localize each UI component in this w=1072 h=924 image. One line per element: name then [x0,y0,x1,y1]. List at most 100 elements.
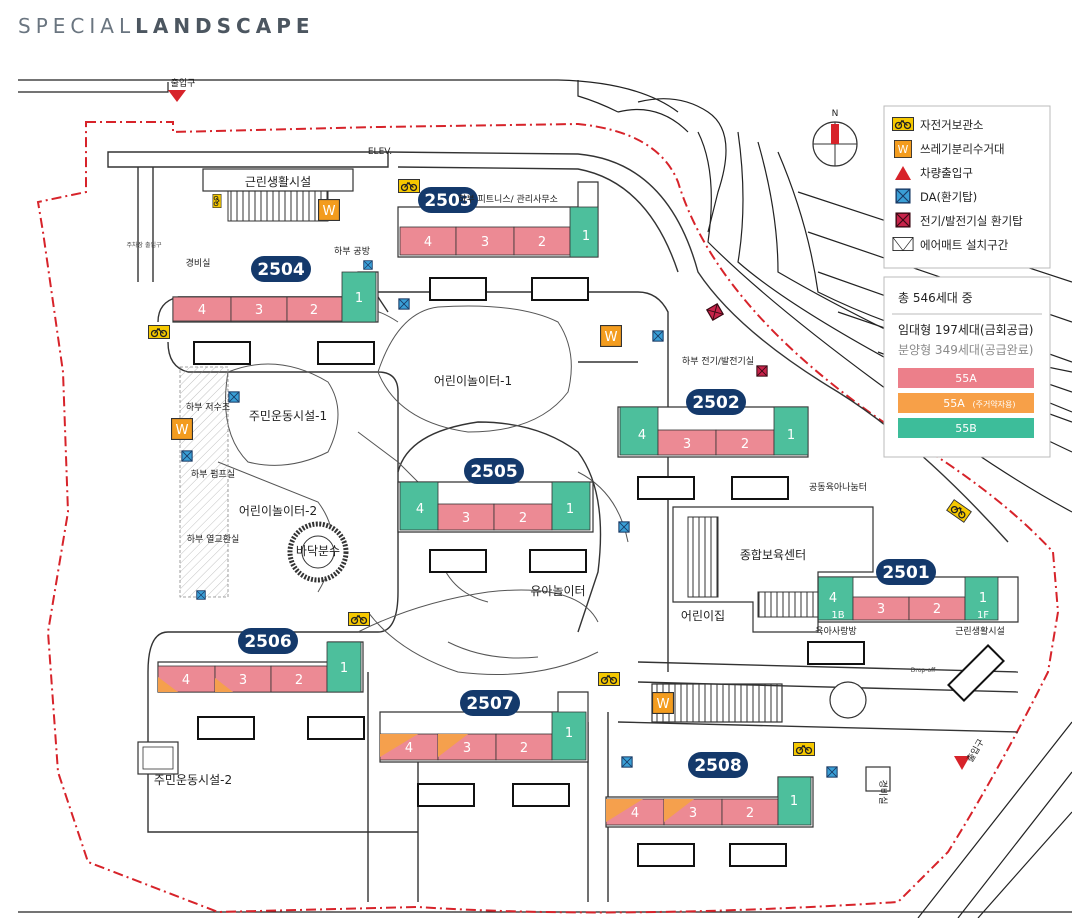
building-2504[interactable]: 4 3 2 1 2504 [172,256,379,323]
site-plan-svg: W [18,77,1072,918]
unit-1: 1 [566,502,574,517]
page-title: SPECIALLANDSCAPE [18,14,315,38]
entrance-right-label: 출입구 [964,737,987,765]
building-2506[interactable]: 4 3 2 1 2506 [157,628,364,693]
childcare-center-label: 공동육아나눔터 [809,482,867,493]
drop-off-label: Drop-off [911,667,936,674]
page-header: SPECIALLANDSCAPE [0,0,1072,72]
unit-summary: 총 546세대 중 임대형 197세대(금회공급) 분양형 349세대(공급완료… [883,276,1051,458]
unit-2: 2 [295,673,303,688]
unit-1: 1 [979,591,987,606]
building-2503[interactable]: 4 3 2 1 2503 [397,181,599,258]
legend-item-vent: DA(환기탑) [895,188,977,204]
unit-3: 3 [481,235,489,250]
sports-facility-2: 주민운동시설-2 [137,741,232,787]
unit-4: 4 [198,303,206,318]
unit-4: 4 [631,806,639,821]
sale-units: 분양형 349세대(공급완료) [898,343,1033,357]
unit-2: 2 [746,806,754,821]
unit-2: 2 [520,741,528,756]
unit-4: 4 [416,502,424,517]
unit-1f: 1F [977,610,989,621]
unit-2: 2 [933,602,941,617]
type-55a: 55A [898,368,1034,388]
type-55b: 55B [898,418,1034,438]
playground1-label: 어린이놀이터-1 [434,374,512,388]
parking-entrance-label: 주차장 출입구 [126,241,162,249]
unit-1: 1 [582,229,590,244]
fountain-label: 바닥분수 [296,544,340,558]
unit-1: 1 [787,428,795,443]
building-label: 2504 [257,260,304,280]
unit-2: 2 [519,511,527,526]
type-label: 55B [955,422,977,435]
unit-1b: 1B [831,610,844,621]
unit-1: 1 [790,794,798,809]
heat-label: 하부 열교환실 [187,533,240,545]
type-sub-label: (주거약자용) [972,399,1015,409]
drop-off-ramp [651,681,867,723]
legend-label: 쓰레기분리수거대 [920,142,1005,156]
building-label: 2506 [244,632,291,652]
compass: N [812,109,858,167]
legend-item-vehicle-entrance: 차량출입구 [895,166,973,180]
north-label: N [832,109,839,119]
electric-room-label: 하부 전기/발전기실 [682,356,754,367]
sports1-label: 주민운동시설-1 [249,409,327,423]
unit-3: 3 [255,303,263,318]
care-center-label: 종합보육센터 [740,548,806,562]
building-2507[interactable]: 4 3 2 1 2507 [379,690,589,763]
unit-4: 4 [829,591,837,606]
unit-3: 3 [463,741,471,756]
legend-item-bicycle: 자전거보관소 [892,117,983,132]
unit-3: 3 [683,437,691,452]
unit-4: 4 [638,428,646,443]
unit-4: 4 [424,235,432,250]
legend-item-recycling: 쓰레기분리수거대 [894,140,1005,158]
total-units: 총 546세대 중 [898,291,973,305]
legend-label: DA(환기탑) [920,190,977,204]
unit-1: 1 [340,661,348,676]
unit-2: 2 [538,235,546,250]
retail-label: 근린생활시설 [245,175,311,189]
pump-room-label: 하부 공방 [334,246,370,257]
fitness-label: 하부 피트니스/ 관리사무소 [458,194,558,205]
retail-right-label: 근린생활시설 [955,625,1005,637]
kindergarten-label: 어린이집 [681,609,725,623]
legend-item-electric-vent: 전기/발전기실 환기탑 [895,212,1023,228]
type-label: 55A [955,372,977,385]
unit-3: 3 [689,806,697,821]
guard2-label: 경비실 [877,780,889,805]
care-center-building: 종합보육센터 어린이집 [672,506,874,633]
legend: 자전거보관소 쓰레기분리수거대 차량출입구 DA(환기탑) 전기/발전기실 환기… [883,105,1051,269]
building-2502[interactable]: 4 3 2 1 2502 [617,389,809,458]
unit-2: 2 [310,303,318,318]
sports2-label: 주민운동시설-2 [154,773,232,787]
unit-4: 4 [405,741,413,756]
unit-3: 3 [877,602,885,617]
site-map: W [18,72,1072,918]
legend-label: 전기/발전기실 환기탑 [920,214,1023,228]
building-2501[interactable]: 4 1B 3 2 1 1F 2501 [817,559,1019,623]
map-labels: 출입구 출입구 ELEV. 주차장 출입구 경비실 하부 공방 하부 피트니스/… [126,77,1004,764]
air-mat-zones [193,277,1005,867]
infant-play-label: 유아놀이터 [530,584,585,598]
unit-3: 3 [462,511,470,526]
plaza-areas [179,366,229,598]
building-label: 2501 [882,563,929,583]
building-label: 2503 [424,191,471,211]
legend-label: 차량출입구 [920,166,973,180]
building-label: 2507 [466,694,513,714]
nursery-label: 육아사랑방 [815,625,856,637]
building-2508[interactable]: 4 3 2 1 2508 [605,752,814,828]
site-boundary [36,121,1060,914]
building-label: 2508 [694,756,741,776]
unit-4: 4 [182,673,190,688]
legend-item-air-mat: 에어매트 설치구간 [892,237,1009,252]
building-2505[interactable]: 4 3 2 1 2505 [397,458,594,533]
guard-label: 경비실 [186,257,211,269]
playground2-label: 어린이놀이터-2 [239,504,317,518]
water-tank-label: 하부 저수조 [186,402,230,413]
elev-label: ELEV. [368,147,392,157]
unit-1: 1 [355,291,363,306]
